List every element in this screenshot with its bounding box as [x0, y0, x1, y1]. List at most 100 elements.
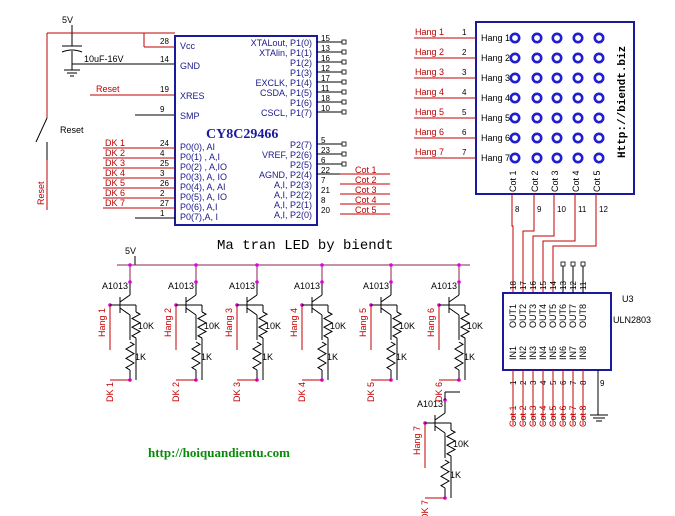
xres-net-label: Reset: [96, 84, 120, 94]
uln-in-net-2: Cot 2: [518, 405, 528, 427]
driver-dk-label-7: DK 7: [420, 500, 430, 516]
chip-label-p0-5: P0(5), A, IO: [180, 192, 227, 202]
led-r3-c4: [572, 72, 584, 84]
r10k-label-4: 10K: [330, 321, 346, 331]
chip-pin-p1-1: 13: [321, 44, 330, 53]
chip-pin-p2-3: 22: [321, 166, 330, 175]
r10k-label-6: 10K: [467, 321, 483, 331]
uln-out-label-1: OUT1: [508, 304, 518, 328]
led-r4-c1: [509, 92, 521, 104]
driver-dk-label-4: DK 4: [297, 382, 307, 402]
uln-out-terminal-6: [560, 261, 566, 267]
transistor-emitter-3: [246, 294, 258, 303]
r1k-6: [454, 341, 464, 371]
uln-in-label-4: IN4: [538, 346, 548, 360]
col-to-uln-wire-4: [542, 194, 576, 293]
cot-net-label-3: Cot 3: [355, 185, 377, 195]
matrix-row-label-2: Hang 2: [481, 53, 510, 63]
rail-top-junction-2: [194, 263, 198, 267]
led-r3-c1: [509, 72, 521, 84]
led-r3-c2: [531, 72, 543, 84]
uln2803-chip: [502, 292, 612, 371]
r1k-label-2: 1K: [201, 352, 212, 362]
led-r6-c1: [509, 132, 521, 144]
chip-pin-p0-2: 25: [160, 159, 169, 168]
uln-out-terminal-7: [570, 261, 576, 267]
pin-28: 28: [160, 37, 169, 46]
rail-top-junction-3: [255, 263, 259, 267]
p1-terminal-3: [341, 69, 347, 75]
chip-part-number: CY8C29466: [206, 127, 278, 142]
hang-pin-4: 4: [462, 88, 467, 97]
chip-label-smp: SMP: [180, 111, 200, 121]
transistor-label-2: A1013: [168, 281, 194, 291]
r10k-label-1: 10K: [138, 321, 154, 331]
chip-label-p2-2: P2(5): [290, 160, 312, 170]
col-to-uln-wire-3: [532, 194, 555, 293]
p1-terminal-0: [341, 39, 347, 45]
uln-in-net-5: Cot 5: [548, 405, 558, 427]
cot-net-label-5: Cot 5: [355, 205, 377, 215]
led-r6-c2: [531, 132, 543, 144]
r1k-label-7: 1K: [450, 470, 461, 480]
driver-hang-label-3: Hang 3: [224, 308, 234, 337]
reset-switch-lever[interactable]: [35, 117, 48, 143]
col-to-uln-wire-5: [552, 194, 597, 293]
chip-pin-p1-5: 11: [321, 84, 330, 93]
pin-14: 14: [160, 55, 169, 64]
dk-net-label-6: DK 6: [105, 188, 125, 198]
transistor-label-1: A1013: [102, 281, 128, 291]
led-r4-c3: [551, 92, 563, 104]
chip-pin-p1-7: 10: [321, 104, 330, 113]
uln-out-pin-1: 18: [509, 281, 518, 290]
driver-hang-label-6: Hang 6: [426, 308, 436, 337]
p1-terminal-6: [341, 99, 347, 105]
led-r1-c4: [572, 32, 584, 44]
uln-in-label-2: IN2: [518, 346, 528, 360]
matrix-col-label-3: Cot 3: [550, 170, 560, 192]
p1-terminal-7: [341, 109, 347, 115]
r10k-2: [196, 311, 208, 339]
matrix-row-label-1: Hang 1: [481, 33, 510, 43]
r10k-label-7: 10K: [453, 439, 469, 449]
schematic-title: Ma tran LED by biendt: [217, 238, 393, 254]
rail-junction-2: [194, 280, 198, 284]
led-r4-c5: [593, 92, 605, 104]
p2-terminal-2: [341, 161, 347, 167]
driver-dk-label-3: DK 3: [232, 382, 242, 402]
uln-ref: U3: [622, 294, 634, 304]
r1k-label-1: 1K: [135, 352, 146, 362]
dk-net-label-4: DK 4: [105, 168, 125, 178]
led-r2-c3: [551, 52, 563, 64]
hang-net-label-7: Hang 7: [415, 147, 444, 157]
reset-net-label: Reset: [36, 181, 46, 205]
led-r1-c3: [551, 32, 563, 44]
transistor-emitter-7: [434, 412, 446, 421]
transistor-emitter-1: [119, 294, 131, 303]
hang-pin-5: 5: [462, 108, 467, 117]
hang-pin-1: 1: [462, 28, 467, 37]
uln-out-pin-5: 14: [549, 281, 558, 290]
chip-label-p1-7: CSCL, P1(7): [261, 108, 312, 118]
transistor-collector-5: [380, 307, 392, 316]
chip-label-p0-1: P0(1) , A,I: [180, 152, 220, 162]
chip-label-p0-4: P0(4), A, AI: [180, 182, 226, 192]
matrix-col-pin-4: 11: [578, 205, 587, 214]
hang-pin-7: 7: [462, 148, 467, 157]
chip-pin-p1-4: 17: [321, 74, 330, 83]
matrix-col-pin-1: 8: [515, 205, 520, 214]
chip-label-p2-1: VREF, P2(6): [262, 150, 312, 160]
transistor-label-7: A1013: [417, 399, 443, 409]
chip-label-p0-3: P0(3), A, IO: [180, 172, 227, 182]
hang-net-label-4: Hang 4: [415, 87, 444, 97]
p1-terminal-2: [341, 59, 347, 65]
chip-label-p1-4: EXCLK, P1(4): [255, 78, 312, 88]
led-r7-c5: [593, 152, 605, 164]
led-r3-c3: [551, 72, 563, 84]
